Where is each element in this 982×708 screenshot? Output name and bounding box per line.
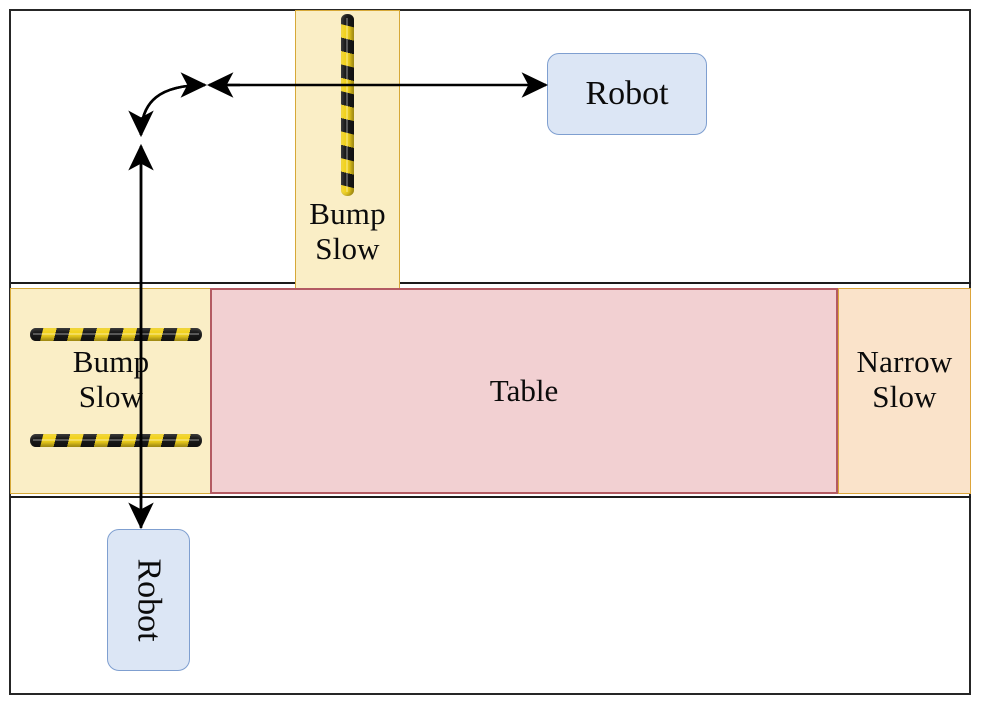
robot-box-bottom-label: Robot bbox=[130, 558, 168, 642]
zone-narrow-slow-label: Narrow Slow bbox=[839, 344, 970, 414]
corridor-line-lower bbox=[11, 496, 971, 499]
speed-bump-horizontal-bottom bbox=[30, 434, 202, 447]
zone-label-line-1: Bump bbox=[72, 344, 150, 379]
zone-label-line-2: Slow bbox=[78, 378, 144, 414]
robot-box-top-label: Robot bbox=[585, 75, 669, 112]
speed-bump-horizontal-top bbox=[30, 328, 202, 341]
zone-bump-slow-vertical-label: Bump Slow bbox=[296, 196, 399, 266]
zone-label-line-1: Narrow bbox=[856, 344, 953, 379]
zone-table: Table bbox=[210, 288, 838, 494]
corridor-line-upper bbox=[11, 282, 971, 285]
speed-bump-vertical bbox=[341, 14, 354, 196]
zone-table-label: Table bbox=[489, 373, 559, 408]
zone-label-line-1: Bump bbox=[309, 196, 386, 231]
robot-box-bottom[interactable]: Robot bbox=[107, 529, 190, 671]
zone-label-line-2: Slow bbox=[315, 230, 380, 266]
zone-bump-slow-horizontal: Bump Slow bbox=[10, 288, 212, 494]
zone-narrow-slow: Narrow Slow bbox=[838, 288, 971, 494]
zone-bump-slow-horizontal-label: Bump Slow bbox=[11, 344, 211, 414]
zone-label-line-2: Slow bbox=[872, 378, 937, 414]
robot-box-top[interactable]: Robot bbox=[547, 53, 707, 135]
